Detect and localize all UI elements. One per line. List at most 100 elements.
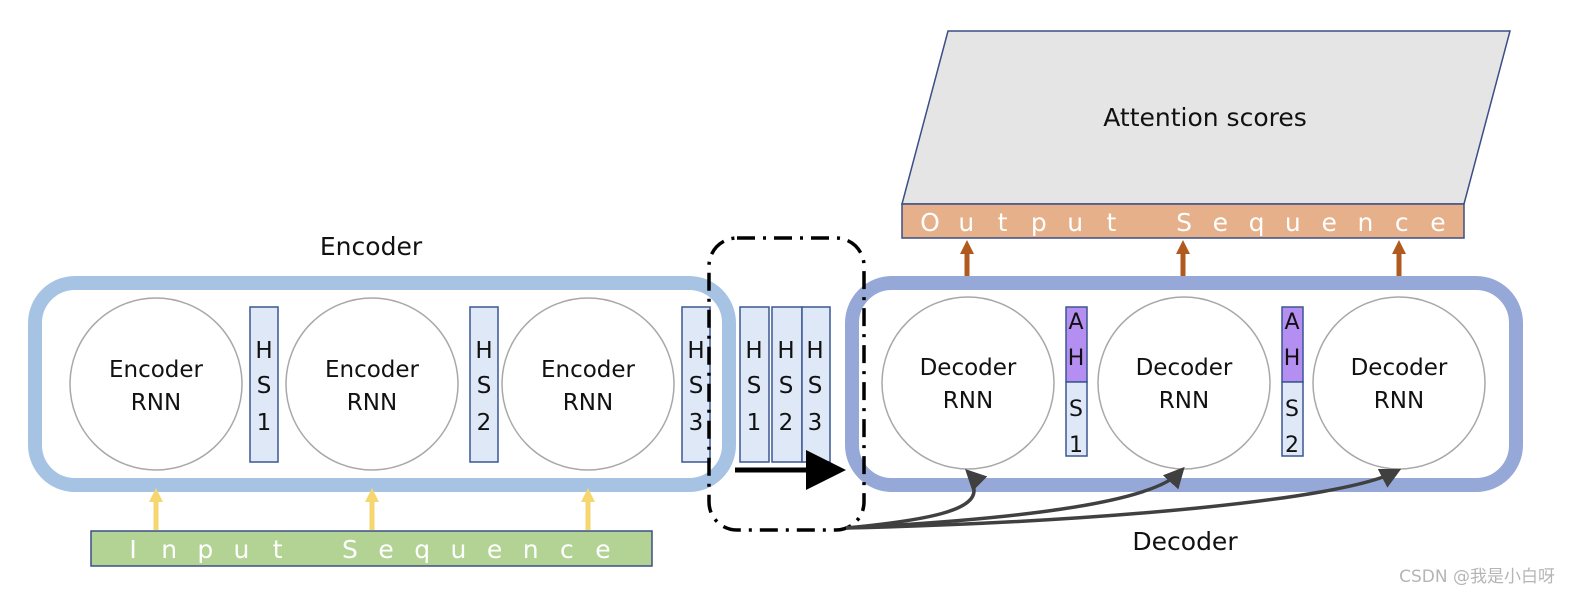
decoder-rnn-circle bbox=[1312, 296, 1486, 470]
hidden-state-char: S bbox=[477, 373, 492, 399]
hidden-state-char: H bbox=[745, 338, 762, 364]
hidden-state-char: H bbox=[777, 338, 794, 364]
input-arrowhead-2 bbox=[365, 488, 379, 502]
hidden-state-char: S bbox=[808, 373, 823, 399]
hidden-state-char: 2 bbox=[779, 410, 794, 436]
decoder-cell: Decoder RNN bbox=[1312, 296, 1486, 470]
sequence-letter: u bbox=[450, 535, 466, 564]
input-arrows bbox=[149, 488, 595, 530]
encoder-cell: Encoder RNN bbox=[501, 297, 675, 471]
sequence-letter: u bbox=[958, 208, 974, 237]
sequence-letter: e bbox=[487, 535, 502, 564]
decoder-state-char: S bbox=[1069, 397, 1083, 422]
decoder-rnn-label: RNN bbox=[1374, 388, 1424, 414]
hidden-state-char: 3 bbox=[808, 410, 823, 436]
sequence-letter: n bbox=[523, 535, 539, 564]
decoder-state-char: H bbox=[1284, 346, 1301, 371]
sequence-letter: n bbox=[1357, 208, 1373, 237]
context-vector-box bbox=[707, 236, 866, 532]
hidden-state-char: 1 bbox=[747, 410, 762, 436]
hidden-state-char: H bbox=[806, 338, 823, 364]
encoder-cell: Encoder RNN bbox=[69, 297, 243, 471]
context-hidden-state: H S 2 bbox=[771, 306, 803, 463]
decoder-state-char: 2 bbox=[1285, 433, 1299, 458]
encoder-rnn-label: RNN bbox=[563, 390, 613, 416]
sequence-letter: e bbox=[1430, 208, 1445, 237]
encoder-hidden-state: H S 3 bbox=[681, 306, 711, 463]
decoder-state-char: S bbox=[1285, 397, 1299, 422]
sequence-letter: p bbox=[1031, 208, 1047, 237]
sequence-letter: u bbox=[1067, 208, 1083, 237]
hidden-state-char: 2 bbox=[477, 410, 492, 436]
sequence-letter: q bbox=[1249, 208, 1265, 237]
sequence-letter: e bbox=[595, 535, 610, 564]
input-sequence-bar bbox=[90, 530, 653, 567]
encoder-rnn-label: RNN bbox=[131, 390, 181, 416]
sequence-letter: n bbox=[161, 535, 177, 564]
hidden-state-char: S bbox=[689, 373, 704, 399]
sequence-letter: e bbox=[1213, 208, 1228, 237]
context-hidden-state: H S 3 bbox=[801, 306, 831, 463]
decoder-rnn-label: RNN bbox=[943, 388, 993, 414]
sequence-letter: I bbox=[129, 535, 136, 564]
decoder-rnn-label: Decoder bbox=[1136, 355, 1233, 381]
sequence-letter: t bbox=[998, 208, 1008, 237]
hidden-state-char: H bbox=[475, 338, 492, 364]
output-sequence-bar bbox=[901, 203, 1465, 239]
sequence-letter: u bbox=[1285, 208, 1301, 237]
hidden-state-box bbox=[249, 306, 279, 463]
sequence-letter: p bbox=[197, 535, 213, 564]
sequence-letter: t bbox=[273, 535, 283, 564]
hidden-state-box bbox=[801, 306, 831, 463]
decoder-title: Decoder bbox=[1132, 527, 1238, 556]
encoder-cell: Encoder RNN bbox=[285, 297, 459, 471]
hidden-state-char: S bbox=[779, 373, 794, 399]
encoder-rnn-circle bbox=[69, 297, 243, 471]
encoder-rnn-label: Encoder bbox=[325, 357, 420, 383]
sequence-letter: e bbox=[378, 535, 393, 564]
encoder-rnn-label: Encoder bbox=[109, 357, 204, 383]
hidden-state-box bbox=[739, 306, 770, 463]
hidden-state-box bbox=[681, 306, 711, 463]
connector-arrow-3 bbox=[845, 468, 1402, 530]
watermark: CSDN @我是小白呀 bbox=[1399, 567, 1555, 587]
sequence-letter: q bbox=[414, 535, 430, 564]
decoder-hidden-box bbox=[1065, 381, 1088, 457]
encoder-title: Encoder bbox=[320, 232, 423, 261]
sequence-letter: S bbox=[1176, 208, 1192, 237]
hidden-state-box bbox=[469, 306, 499, 463]
hidden-state-char: S bbox=[257, 373, 272, 399]
encoder-rnn-circle bbox=[285, 297, 459, 471]
decoder-hidden-box bbox=[1281, 381, 1304, 457]
sequence-letter: c bbox=[1395, 208, 1409, 237]
decoder-cell: Decoder RNN bbox=[1097, 296, 1271, 470]
decoder-state-char: 1 bbox=[1069, 433, 1083, 458]
context-connectors bbox=[845, 466, 1402, 530]
decoder-rnn-label: Decoder bbox=[1351, 355, 1448, 381]
sequence-letter: c bbox=[560, 535, 574, 564]
hidden-state-char: 1 bbox=[257, 410, 272, 436]
sequence-letter: t bbox=[1107, 208, 1117, 237]
sequence-letter: e bbox=[1321, 208, 1336, 237]
encoder-rnn-circle bbox=[501, 297, 675, 471]
hidden-state-char: 3 bbox=[689, 410, 704, 436]
connector-arrow-1 bbox=[845, 469, 988, 530]
attention-scores-label: Attention scores bbox=[1103, 103, 1307, 132]
sequence-letter: O bbox=[920, 208, 940, 237]
decoder-rnn-circle bbox=[881, 296, 1055, 470]
decoder-rnn-circle bbox=[1097, 296, 1271, 470]
encoder-hidden-state: H S 1 bbox=[249, 306, 279, 463]
sequence-letter: S bbox=[342, 535, 358, 564]
encoder-rnn-label: RNN bbox=[347, 390, 397, 416]
output-arrowhead-3 bbox=[1392, 240, 1406, 254]
connector-arrow-2 bbox=[845, 466, 1185, 530]
input-arrowhead-1 bbox=[149, 488, 163, 502]
encoder-hidden-state: H S 2 bbox=[469, 306, 499, 463]
context-hidden-state: H S 1 bbox=[739, 306, 770, 463]
decoder-state-char: H bbox=[1068, 346, 1085, 371]
decoder-rnn-label: RNN bbox=[1159, 388, 1209, 414]
decoder-state: A H S 1 bbox=[1065, 306, 1088, 458]
